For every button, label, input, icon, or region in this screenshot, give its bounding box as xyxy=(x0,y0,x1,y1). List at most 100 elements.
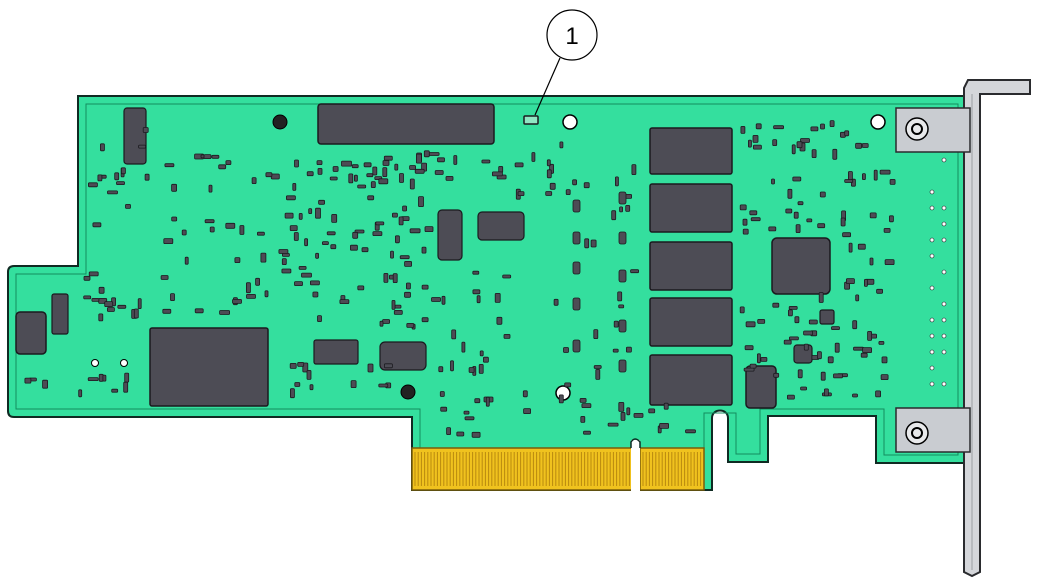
smd-part xyxy=(572,261,581,275)
via-dot xyxy=(941,301,947,307)
smd-part xyxy=(289,362,297,369)
smd-part xyxy=(472,270,480,275)
smd-part xyxy=(772,302,780,308)
smd-part xyxy=(749,210,758,216)
smd-part xyxy=(472,289,481,295)
smd-part xyxy=(820,371,826,381)
via-dot xyxy=(941,205,947,211)
via-dot xyxy=(941,333,947,339)
smd-part xyxy=(83,295,92,300)
smd-part xyxy=(471,431,481,438)
smd-part xyxy=(742,228,749,235)
smd-part xyxy=(294,281,303,287)
smd-part xyxy=(125,203,131,209)
smd-part xyxy=(42,379,48,389)
smd-part xyxy=(855,294,860,302)
smd-part xyxy=(496,316,503,325)
smd-part xyxy=(618,304,625,309)
smd-part xyxy=(138,144,147,149)
smd-part xyxy=(772,139,778,147)
smd-part xyxy=(572,339,581,353)
smd-part xyxy=(194,308,204,314)
smd-part xyxy=(618,191,627,205)
connector-key-notch xyxy=(631,440,640,492)
smd-part xyxy=(531,152,536,162)
smd-part xyxy=(808,319,818,325)
smd-part xyxy=(421,246,427,254)
smd-part xyxy=(788,305,798,310)
top-left-chip xyxy=(123,107,147,165)
smd-part xyxy=(88,271,99,277)
smd-part xyxy=(794,316,800,324)
smd-part xyxy=(824,388,829,397)
smd-part xyxy=(383,363,393,369)
smd-part xyxy=(367,195,375,201)
smd-part xyxy=(862,347,872,354)
smd-part xyxy=(204,219,215,224)
smd-part xyxy=(789,336,799,341)
smd-part xyxy=(876,288,883,294)
smd-part xyxy=(831,326,840,331)
smd-part xyxy=(441,295,446,305)
smd-part xyxy=(517,191,525,197)
smd-part xyxy=(768,226,777,232)
via-dot xyxy=(941,381,947,387)
smd-part xyxy=(209,226,215,233)
smd-part xyxy=(163,238,174,245)
smd-part xyxy=(461,341,466,353)
smd-part xyxy=(878,340,885,345)
smd-part xyxy=(546,169,552,179)
smd-part xyxy=(431,297,441,302)
smd-part xyxy=(803,343,809,351)
smd-part xyxy=(791,144,796,155)
smd-part xyxy=(800,386,807,391)
smd-part xyxy=(211,154,220,159)
smd-part xyxy=(317,315,322,323)
smd-part xyxy=(399,255,410,260)
smd-part xyxy=(372,231,383,237)
smd-part xyxy=(745,321,756,328)
smd-part xyxy=(752,134,759,143)
smd-part xyxy=(133,308,139,319)
smd-part xyxy=(390,250,394,259)
smd-part xyxy=(503,333,511,339)
smd-part xyxy=(844,179,854,183)
smd-part xyxy=(834,342,840,353)
smd-part xyxy=(522,390,528,398)
via-dot xyxy=(929,317,935,323)
smd-part xyxy=(788,309,793,317)
smd-part xyxy=(341,160,352,167)
smd-part xyxy=(563,347,569,353)
smd-part xyxy=(572,297,581,311)
smd-part xyxy=(251,177,257,185)
smd-part xyxy=(840,217,846,227)
smd-part xyxy=(685,429,696,434)
smd-part xyxy=(559,141,564,149)
via-dot xyxy=(941,221,947,227)
smd-part xyxy=(394,163,399,171)
smd-part xyxy=(144,173,150,181)
smd-part xyxy=(171,183,178,192)
smd-part xyxy=(773,372,780,378)
smd-part xyxy=(326,231,336,236)
smd-part xyxy=(171,216,178,222)
smd-part xyxy=(833,373,843,379)
smd-part xyxy=(773,125,784,130)
smd-part xyxy=(620,411,626,421)
via-dot xyxy=(929,205,935,211)
smd-part xyxy=(351,164,359,169)
smd-part xyxy=(612,348,619,353)
via-dot xyxy=(929,333,935,339)
smd-part xyxy=(293,232,299,241)
smd-part xyxy=(771,178,775,185)
inductor-chip xyxy=(745,365,777,409)
smd-part xyxy=(852,320,858,330)
smd-part xyxy=(292,182,297,191)
bracket-screw-top xyxy=(905,117,929,141)
smd-part xyxy=(862,173,866,181)
smd-part xyxy=(285,195,296,201)
mounting-hole-plated xyxy=(120,359,128,367)
mounting-hole xyxy=(272,114,288,130)
smd-part xyxy=(91,297,100,302)
via-dot xyxy=(941,349,947,355)
